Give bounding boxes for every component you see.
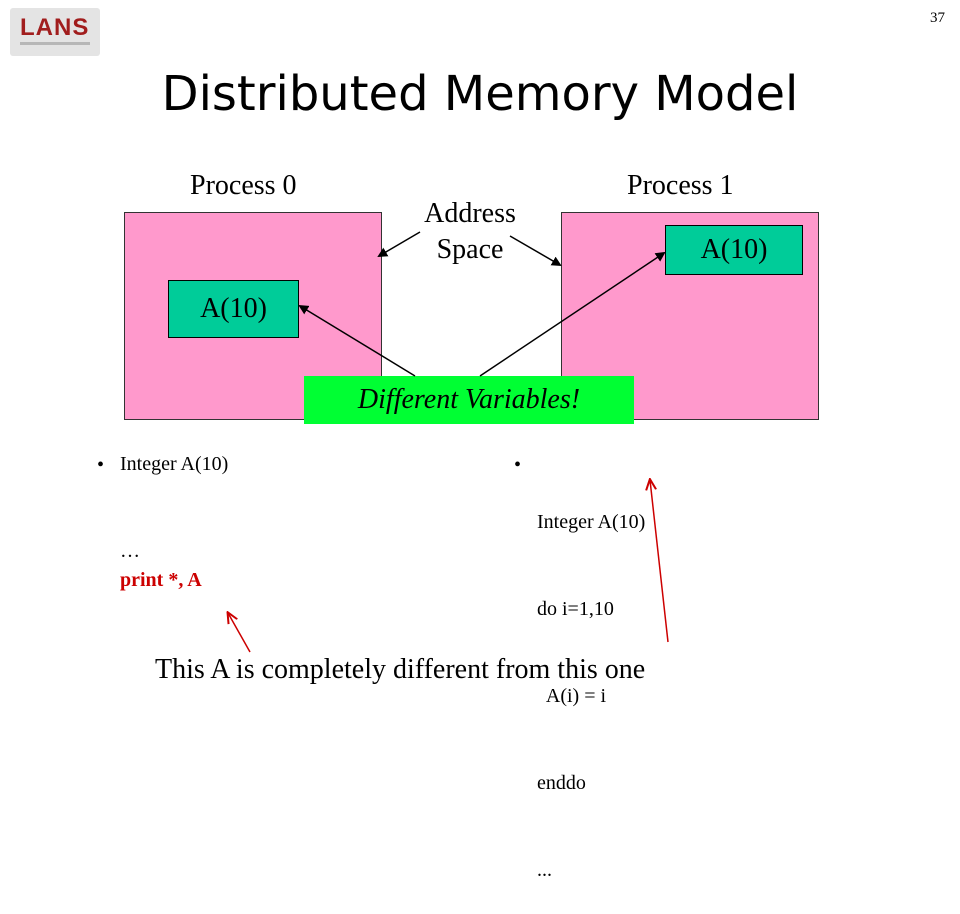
code-right-line: Integer A(10): [537, 511, 646, 533]
left-bullet: •: [97, 454, 105, 476]
page-number: 37: [930, 10, 945, 26]
code-left-line: Integer A(10): [120, 453, 229, 475]
different-variables-callout: Different Variables!: [304, 376, 634, 424]
variable-a-process-1: A(10): [665, 225, 803, 275]
variable-a-process-0: A(10): [168, 280, 299, 338]
diff-arrow-left: [298, 304, 416, 377]
code-right-line: enddo: [537, 772, 586, 794]
logo-underline: [20, 42, 90, 45]
print-statement: print *, A: [120, 569, 202, 591]
address-arrow-left: [377, 231, 421, 258]
code-right-line: ...: [537, 859, 552, 881]
arrows-layer: [0, 231, 669, 653]
slide-title: Distributed Memory Model: [161, 66, 799, 122]
address-arrow-right: [509, 235, 562, 267]
logo: LANS: [10, 8, 100, 56]
code-right-line: A(i) = i: [537, 685, 607, 707]
right-bullet: •: [514, 454, 522, 476]
code-left-line: [120, 479, 420, 508]
address-space-label: Address Space: [405, 196, 535, 268]
address-space-line-1: Address: [424, 198, 516, 229]
caption-arrow-right: [650, 480, 669, 643]
code-right-line: do i=1,10: [537, 598, 614, 620]
diff-arrow-right: [479, 251, 666, 377]
address-space-line-2: Space: [436, 234, 504, 265]
logo-text: LANS: [20, 14, 90, 41]
caption-arrow-left: [228, 613, 251, 653]
process-1-label: Process 1: [627, 170, 734, 201]
process-0-label: Process 0: [190, 170, 297, 201]
code-left-line: …: [120, 540, 140, 562]
code-left-line: [120, 508, 420, 537]
caption: This A is completely different from this…: [155, 654, 646, 685]
code-left: Integer A(10) … print *, A: [120, 450, 420, 595]
